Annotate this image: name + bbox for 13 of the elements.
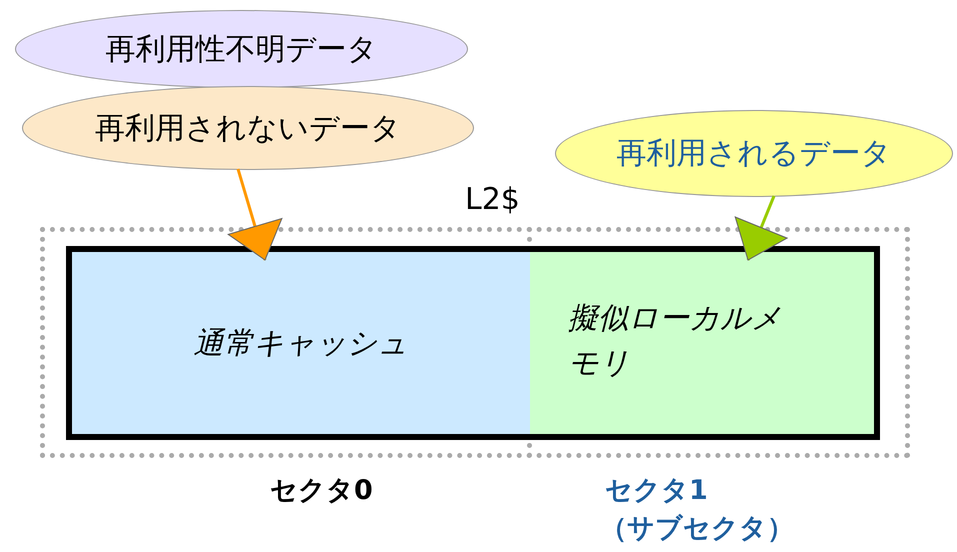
sector-text: 通常キャッシュ	[194, 324, 408, 362]
sector-label: （サブセクタ）	[600, 512, 794, 546]
cache-title: L2$	[465, 182, 520, 217]
data-ellipse: 再利用性不明データ	[15, 10, 468, 88]
sector-label: セクタ0	[270, 474, 373, 508]
data-ellipse: 再利用されないデータ	[22, 86, 474, 170]
arrow	[228, 168, 282, 260]
sector-box	[66, 246, 530, 440]
data-ellipse: 再利用されるデータ	[555, 110, 953, 197]
sector-box	[530, 246, 880, 440]
sector-text: 擬似ローカルメモリ	[568, 300, 783, 383]
arrow	[734, 195, 788, 261]
sector-label: セクタ1	[605, 474, 708, 508]
